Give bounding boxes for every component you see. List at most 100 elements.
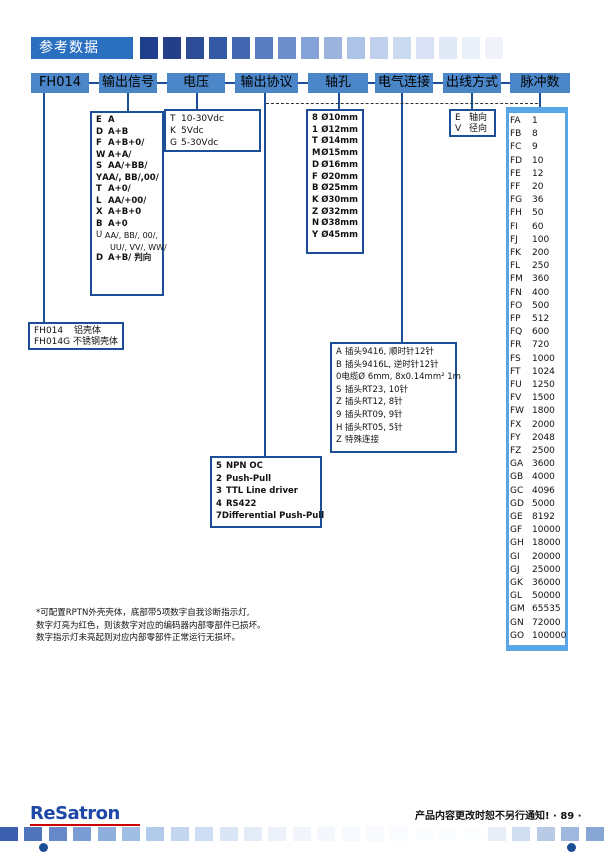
pulse-code: FC <box>510 142 522 153</box>
pulse-value: 1000 <box>532 353 555 364</box>
title-square <box>186 37 204 59</box>
connection-code: B <box>336 359 342 370</box>
protocol-desc: TTL Line driver <box>226 486 298 496</box>
pulse-code: FJ <box>510 234 518 245</box>
shaft-code: Z <box>312 206 319 217</box>
connection-desc: 插头RT09, 9针 <box>345 409 403 420</box>
protocol-code: 4 <box>216 498 222 509</box>
signal-code: W <box>96 149 106 160</box>
pulse-value: 1 <box>532 116 538 126</box>
signal-code: B <box>96 218 103 229</box>
pulse-code: GF <box>510 525 523 536</box>
connector <box>89 82 99 84</box>
title-square <box>209 37 227 59</box>
footer-square <box>268 827 287 841</box>
shaft-code: M <box>312 148 321 159</box>
pulse-value: 36000 <box>532 578 561 588</box>
pulse-value: 20000 <box>532 551 561 562</box>
footer-square <box>0 827 18 841</box>
footer-square <box>122 827 140 841</box>
signal-code: D <box>96 253 104 263</box>
title-square <box>324 37 342 59</box>
model-code: FH014G <box>34 337 71 347</box>
pulse-value: 600 <box>532 327 550 338</box>
pulse-code: FO <box>510 300 523 311</box>
footer-square <box>219 827 238 841</box>
title-square <box>439 37 457 59</box>
protocol-desc: Push-Pull <box>226 473 272 484</box>
connector <box>368 82 375 84</box>
pulse-value: 2048 <box>532 432 555 443</box>
title-square <box>393 37 411 59</box>
title-square <box>370 37 388 59</box>
connection-desc: 插头9416, 顺时针12针 <box>345 347 434 357</box>
pulse-value: 50 <box>532 208 544 219</box>
connector <box>157 82 167 84</box>
footer-square <box>195 827 214 841</box>
pulse-value: 4000 <box>532 472 555 483</box>
note-line: *可配置RPTN外壳壳体，底部带5项数字自我诊断指示灯, <box>36 608 250 618</box>
pulse-code: FA <box>510 116 521 126</box>
connection-code: A <box>336 347 342 357</box>
outlet-code: V <box>455 124 462 134</box>
pulse-value: 1250 <box>532 380 555 390</box>
voltage-desc: 5Vdc <box>181 126 204 136</box>
header-shaft: 轴孔 <box>308 73 368 93</box>
protocol-code: 2 <box>216 473 222 484</box>
pulse-value: 65535 <box>532 604 561 615</box>
signal-code: Y <box>96 172 103 183</box>
footer-square <box>439 827 458 841</box>
connection-code: Z <box>336 397 342 408</box>
shaft-desc: Ø14mm <box>321 136 358 147</box>
signal-code: F <box>96 138 102 148</box>
header-output-signal: 输出信号 <box>99 73 157 93</box>
pulse-value: 8192 <box>532 512 555 522</box>
title-square <box>278 37 296 59</box>
pulse-value: 10000 <box>532 525 561 536</box>
pulse-value: 25000 <box>532 564 561 575</box>
connection-desc: 插头RT05, 5针 <box>345 422 403 433</box>
pulse-code: FE <box>510 168 521 179</box>
outlet-line <box>471 93 473 111</box>
pulse-code: FH <box>510 208 522 219</box>
signal-desc: AA/, BB/, 00/, <box>104 231 158 240</box>
pulse-value: 1800 <box>532 406 555 417</box>
title-square <box>232 37 250 59</box>
connector <box>225 82 235 84</box>
voltage-code: G <box>170 138 177 148</box>
footer-square <box>24 827 43 841</box>
pulse-code: GO <box>510 630 525 641</box>
outlet-code: E <box>455 113 461 123</box>
pulse-code: FU <box>510 380 522 390</box>
title-square <box>255 37 273 59</box>
connection-desc: 电缆Ø 6mm, 8x0.14mm² 1m <box>341 372 461 383</box>
pulse-value: 36 <box>532 195 544 206</box>
signal-code: D <box>96 126 104 137</box>
footer-square <box>341 827 360 841</box>
logo-underline <box>30 824 140 826</box>
protocol-row: 2 Push-Pull <box>216 473 316 486</box>
title-square <box>416 37 434 59</box>
